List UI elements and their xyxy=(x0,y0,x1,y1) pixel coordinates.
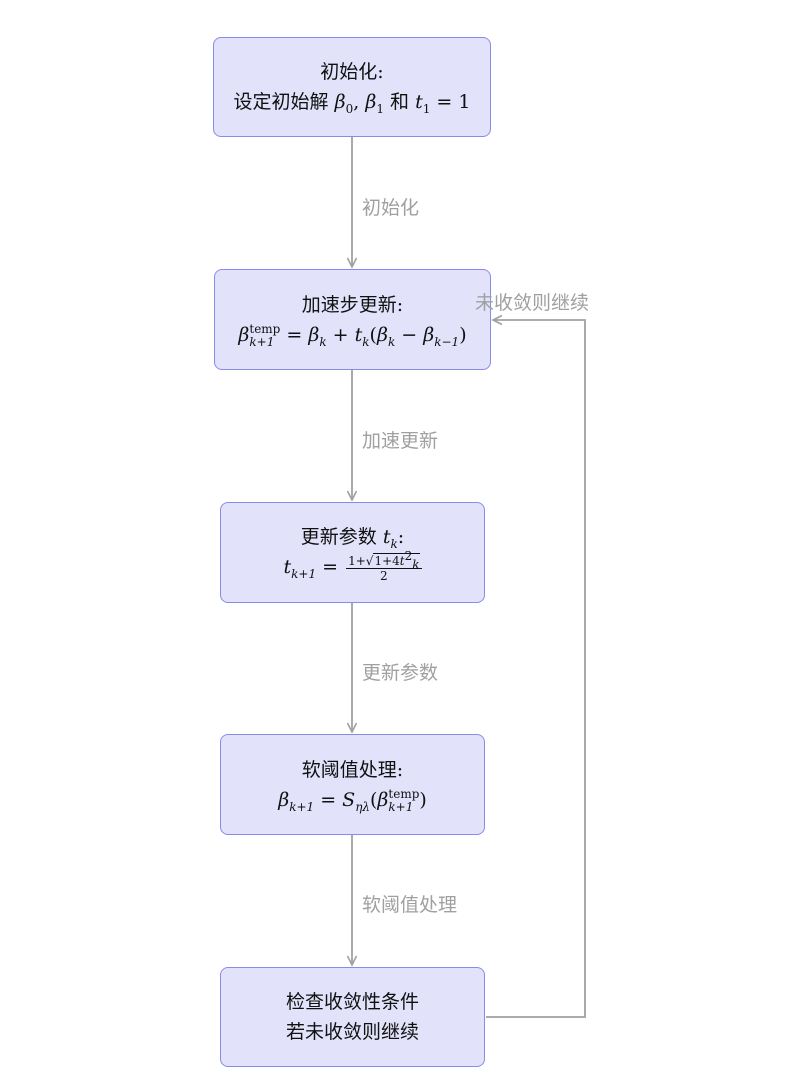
node-init: 初始化: 设定初始解 β0, β1 和 t1 = 1 xyxy=(213,37,491,137)
node-param-formula: tk+1 = 1+√1+4t2k 2 xyxy=(283,548,422,583)
fraction: 1+√1+4t2k 2 xyxy=(346,548,422,583)
node-accel-title: 加速步更新: xyxy=(301,293,404,316)
edge-label-param: 更新参数 xyxy=(362,662,439,684)
edge-label-init: 初始化 xyxy=(362,197,420,219)
node-soft-title: 软阈值处理: xyxy=(301,758,404,781)
node-init-formula: 设定初始解 β0, β1 和 t1 = 1 xyxy=(233,91,471,116)
node-param-title-text: 更新参数 xyxy=(300,526,377,549)
arrow-loop-back xyxy=(486,314,586,1018)
node-init-and: 和 xyxy=(390,91,410,113)
node-check-line2: 若未收敛则继续 xyxy=(285,1021,419,1043)
node-init-title: 初始化: xyxy=(320,61,384,83)
node-init-prefix: 设定初始解 xyxy=(233,91,329,113)
edge-label-loop: 未收敛则继续 xyxy=(475,292,590,314)
edge-label-soft: 软阈值处理 xyxy=(362,894,458,916)
node-check-line1: 检查收敛性条件 xyxy=(285,991,419,1013)
node-check: 检查收敛性条件 若未收敛则继续 xyxy=(220,967,485,1067)
edge-label-accel: 加速更新 xyxy=(362,430,439,452)
node-param: 更新参数 tk: tk+1 = 1+√1+4t2k 2 xyxy=(220,502,485,603)
node-param-title: 更新参数 tk: xyxy=(300,526,405,552)
